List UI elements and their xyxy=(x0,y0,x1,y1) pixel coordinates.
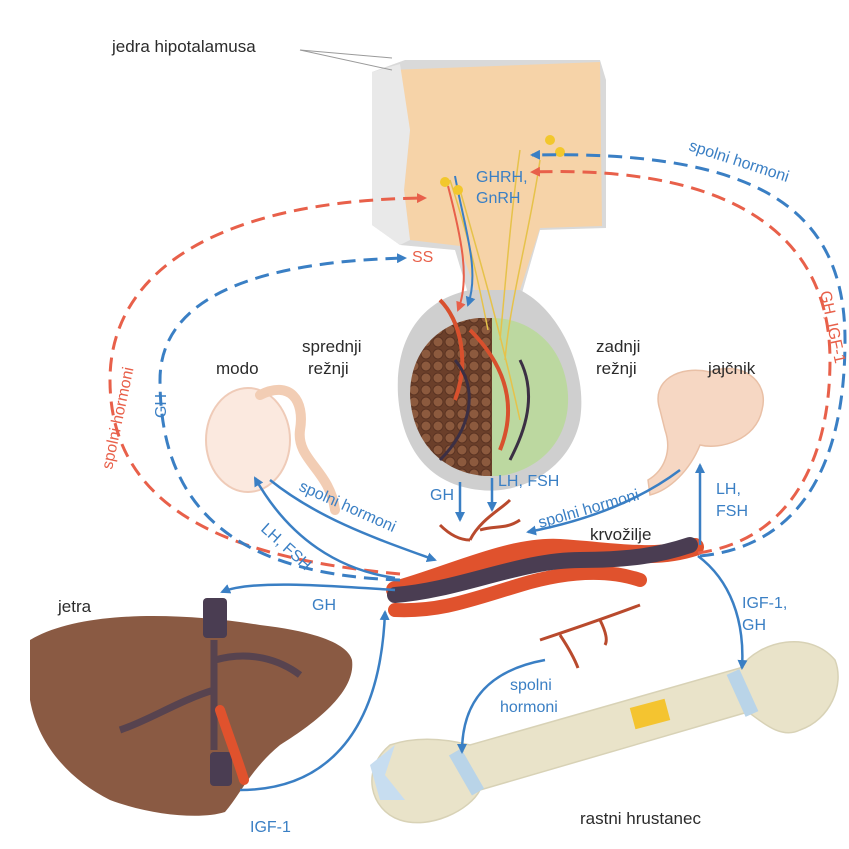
label-liver: jetra xyxy=(57,597,92,616)
label-gh-left: GH xyxy=(153,394,170,418)
label-igf1-liver: IGF-1 xyxy=(250,819,291,836)
label-fsh-to-ovary: FSH xyxy=(716,503,748,520)
neuron-icon xyxy=(545,135,555,145)
label-sex-hormones-to-bone: spolni xyxy=(510,677,552,694)
label-ghrh: GHRH, xyxy=(476,169,528,186)
label-lh-fsh-to-testis: LH, FSH xyxy=(257,520,314,574)
igf1-gh-to-bone-arrow xyxy=(698,556,742,668)
neuron-icon xyxy=(453,185,463,195)
label-sex-hormones-left: spolni hormoni xyxy=(99,366,137,471)
label-sex-hormones-to-bone-2: hormoni xyxy=(500,699,558,716)
label-gnrh: GnRH xyxy=(476,190,520,207)
label-anterior-lobe: sprednji xyxy=(302,337,362,356)
label-circulation: krvožilje xyxy=(590,525,651,544)
neuron-icon xyxy=(440,177,450,187)
leader-line-hypothalamus-2 xyxy=(300,50,392,58)
label-posterior-lobe-2: režnji xyxy=(596,359,637,378)
leader-line-hypothalamus xyxy=(300,50,392,70)
label-hypothalamus-nuclei: jedra hipotalamusa xyxy=(111,37,256,56)
label-gh-to-liver: GH xyxy=(312,597,336,614)
liver xyxy=(30,598,352,816)
bone xyxy=(370,642,838,823)
label-igf1-gh: IGF-1, xyxy=(742,595,787,612)
label-igf1-gh-2: GH xyxy=(742,617,766,634)
label-ovary: jajčnik xyxy=(707,359,756,378)
label-ss: SS xyxy=(412,249,433,266)
neuron-icon xyxy=(555,147,565,157)
label-gh-igf1-right: GH, IGF-1 xyxy=(816,289,848,365)
label-growth-cartilage: rastni hrustanec xyxy=(580,809,701,828)
label-lh-to-ovary: LH, xyxy=(716,481,741,498)
label-testis: modo xyxy=(216,359,259,378)
gh-to-liver-arrow xyxy=(222,585,395,592)
label-posterior-lobe: zadnji xyxy=(596,337,640,356)
ovary xyxy=(648,368,763,495)
label-anterior-lobe-2: režnji xyxy=(308,359,349,378)
label-gh-pituitary: GH xyxy=(430,487,454,504)
label-lh-fsh-pituitary: LH, FSH xyxy=(498,473,559,490)
